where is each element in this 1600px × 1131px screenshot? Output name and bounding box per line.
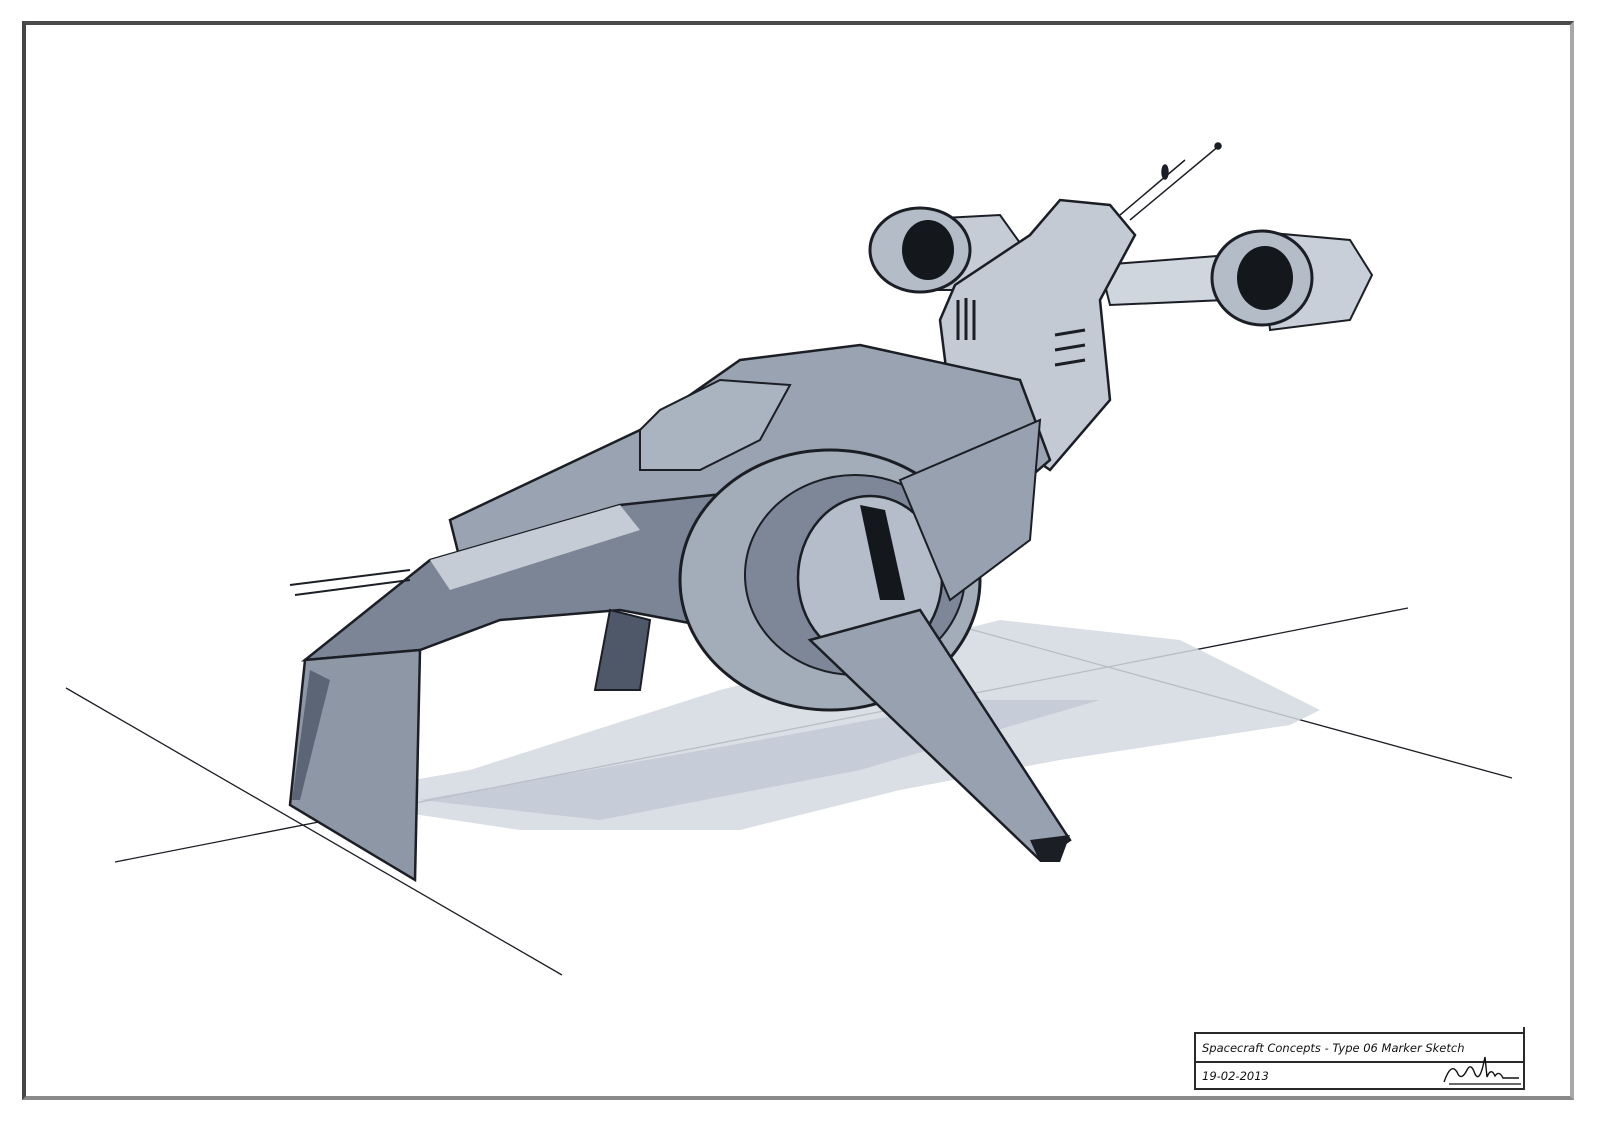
engine-right [1098,229,1374,332]
title-block: Spacecraft Concepts - Type 06 Marker Ske… [1194,1027,1525,1090]
sheet-border [22,21,1574,1100]
drawing-date: 19-02-2013 [1202,1069,1269,1083]
antennas [1119,142,1222,221]
signature-icon [1443,1056,1521,1085]
drawing-title: Spacecraft Concepts - Type 06 Marker Ske… [1202,1041,1465,1055]
rear-leg [807,608,1072,862]
engine-left [868,206,1027,294]
